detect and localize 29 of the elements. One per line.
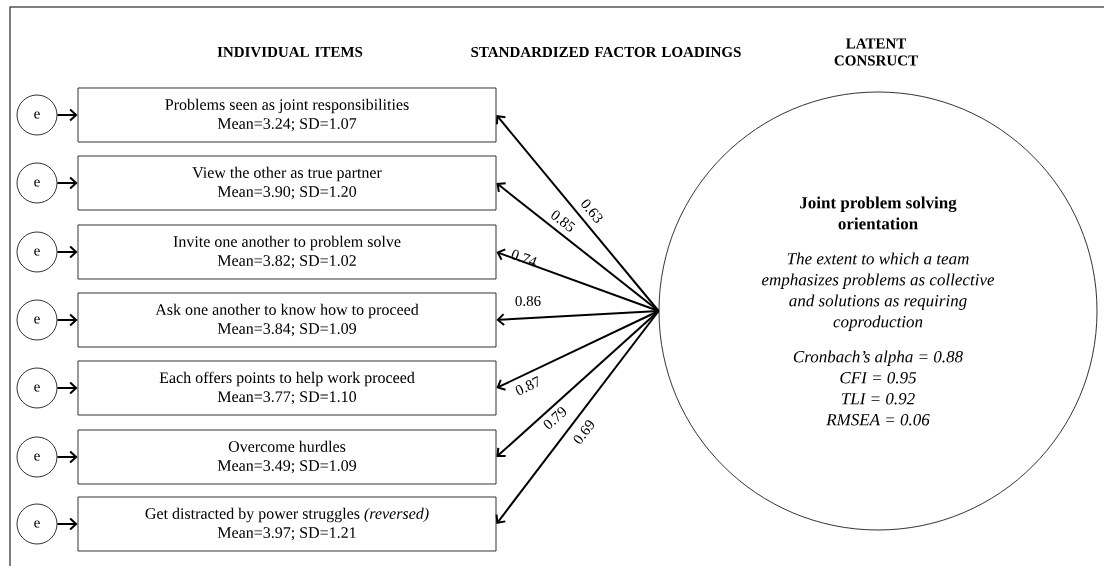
arrow	[56, 450, 78, 464]
column-heading: LATENT CONSRUCT	[834, 38, 918, 66]
item-box: Each offers points to help work proceed Mean=3.77; SD=1.10	[77, 360, 497, 416]
arrow	[56, 176, 78, 190]
arrow	[56, 245, 78, 259]
item-box: View the other as true partner Mean=3.90; SD=1.20	[77, 155, 497, 211]
column-heading: STANDARDIZED FACTOR LOADINGS	[471, 46, 741, 58]
item-box: Ask one another to know how to proceed Mean=3.84; SD=1.09	[77, 292, 497, 348]
arrow	[56, 313, 78, 327]
edge-label: 0.63	[581, 199, 603, 223]
arrow	[56, 108, 78, 122]
column-heading: INDIVIDUAL ITEMS	[217, 46, 363, 58]
edge-label: 0.79	[543, 407, 567, 429]
arrow	[495, 115, 660, 312]
arrow	[496, 310, 660, 391]
edge-label: 0.87	[515, 376, 538, 395]
arrow	[496, 248, 660, 312]
edge-label: 0.69	[573, 420, 595, 444]
item-box: Invite one another to problem solve Mean=3.82; SD=1.02	[77, 224, 497, 280]
edge-label: 0.86	[515, 295, 541, 307]
edge-label: 0.85	[551, 210, 576, 232]
arrow	[495, 310, 660, 524]
item-box: Problems seen as joint responsibilities Mean=3.24; SD=1.07	[77, 87, 497, 143]
item-box: Get distracted by power struggles (reversed) Mean=3.97; SD=1.21	[77, 496, 497, 552]
arrow	[496, 310, 660, 327]
item-box: Overcome hurdles Mean=3.49; SD=1.09	[77, 429, 497, 485]
arrow	[56, 381, 78, 395]
arrow	[56, 517, 78, 531]
arrow	[496, 182, 660, 312]
